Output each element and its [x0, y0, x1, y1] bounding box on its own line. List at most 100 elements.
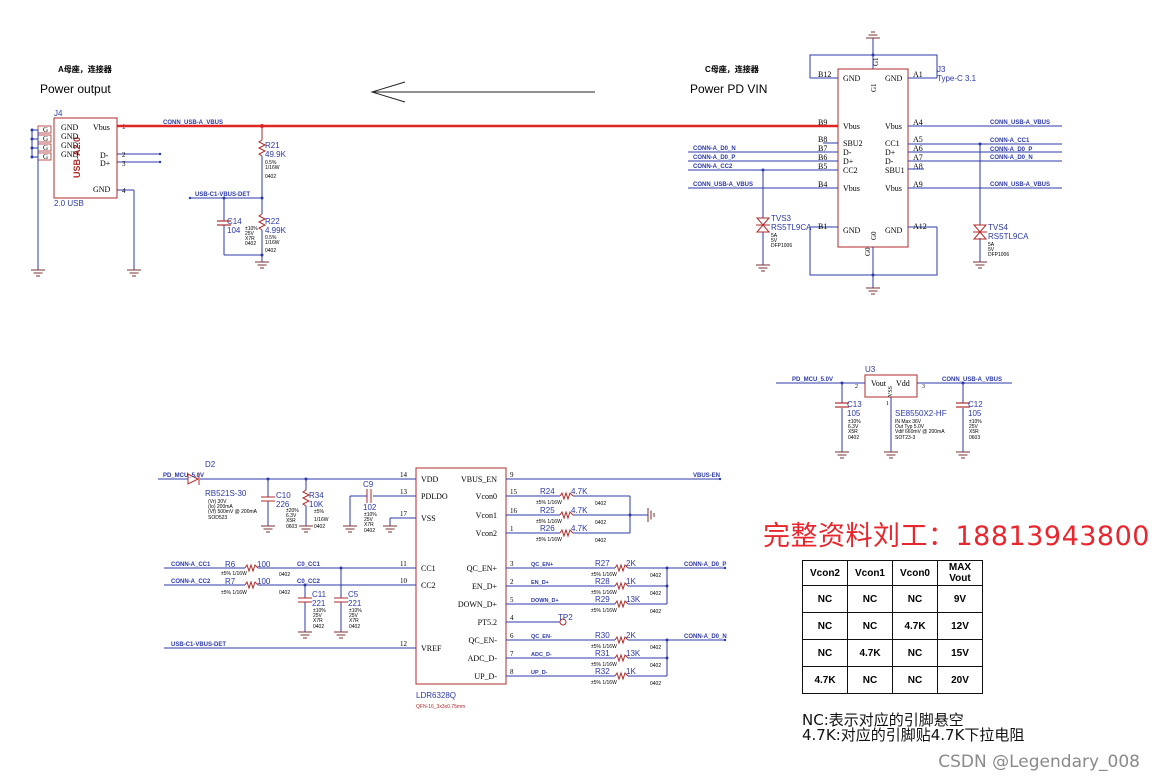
- d2-i3: (Vf) 500mV @ 200mA: [208, 509, 258, 515]
- cell: NC: [892, 639, 938, 667]
- resistor-symbol: [559, 528, 574, 538]
- net-j3-vbus-b4: CONN_USB-A_VBUS: [693, 182, 753, 188]
- net-j3-vbus-a9: CONN_USB-A_VBUS: [990, 182, 1050, 188]
- c14-ref: C14: [227, 217, 242, 226]
- r6-val: 100: [257, 560, 271, 569]
- tvs3: [755, 217, 771, 233]
- j3-left-pin: B8: [818, 135, 827, 144]
- net-j3-cc2: CONN-A_CC2: [693, 164, 733, 170]
- u3-ldo: U3 Vout Vdd VSS 2 3 1 SE8550X2-HF IN Max…: [776, 365, 1012, 459]
- title-left-cn: A母座，连接器: [58, 64, 113, 74]
- u1-right-pin-name: PT5.2: [478, 618, 497, 627]
- resistor-tol: ±5% 1/16W: [591, 644, 617, 650]
- u1-right-pin-num: 6: [510, 632, 514, 640]
- c9-pkg: 0402: [364, 528, 375, 534]
- c5-t1: ±10%: [349, 608, 362, 614]
- title-right-cn: C母座，连接器: [705, 64, 760, 74]
- c5-t2: 25V: [349, 613, 359, 619]
- net-down-dp: DOWN_D+: [531, 598, 559, 604]
- r21-t1: 0.5%: [265, 160, 277, 166]
- r6-tol: ±5% 1/16W: [221, 571, 247, 577]
- u1-right-pin-name: DOWN_D+: [458, 600, 498, 609]
- c5-val: 221: [348, 599, 362, 608]
- r7-val: 100: [257, 577, 271, 586]
- j3-left-nets: [688, 142, 838, 265]
- net-qc-en-p: QC_EN+: [531, 562, 553, 568]
- r21-ref: R21: [265, 141, 280, 150]
- j3-value: Type-C 3.1: [937, 74, 977, 83]
- r34-t1: ±5%: [314, 509, 325, 515]
- resistor-symbol: [614, 635, 629, 645]
- u1-right-pin-num: 3: [510, 560, 514, 568]
- u1-right-pin-num: 5: [510, 596, 514, 604]
- j4-num3: 3: [122, 160, 126, 168]
- c11-val: 221: [312, 599, 326, 608]
- resistor-val: 4.7K: [571, 524, 588, 533]
- d2-pkg: SOD523: [208, 515, 227, 521]
- c11-t3: X7R: [313, 618, 323, 624]
- u1-right-pin-num: 8: [510, 668, 514, 676]
- resistor-symbol: [614, 653, 629, 663]
- net-en-dp: EN_D+: [531, 580, 549, 586]
- j3-left-pin: B5: [818, 162, 827, 171]
- net-u3-out: CONN_USB-A_VBUS: [942, 377, 1002, 383]
- u3-val: SE8550X2-HF: [895, 409, 947, 418]
- th-max-vout: MAX Vout: [937, 560, 983, 586]
- net-j3-d0p-l: CONN-A_D0_P: [693, 155, 735, 161]
- tvs4-pkg: DFP1006: [988, 252, 1009, 258]
- net-u1-vref: USB-C1-VBUS-DET: [171, 642, 226, 648]
- r6-ref: R6: [225, 560, 236, 569]
- c12-pkg: 0603: [969, 435, 980, 441]
- net-u1-d0n: CONN-A_D0_N: [684, 634, 727, 640]
- j3-inner-left: GND: [843, 226, 861, 235]
- j3-g1-in: G1: [870, 83, 878, 92]
- u1-right-pin-name: EN_D+: [472, 582, 497, 591]
- net-j3-d0n-r: CONN-A_D0_N: [990, 155, 1033, 161]
- c5-pkg: 0402: [349, 624, 360, 630]
- th-vcon1: Vcon1: [847, 560, 893, 586]
- c14-val: 104: [227, 226, 241, 235]
- j3-left-pin: B9: [818, 118, 827, 127]
- j3-left-pin: B6: [818, 153, 827, 162]
- cell: NC: [892, 585, 938, 613]
- c11-ref: C11: [312, 590, 327, 599]
- cell: 9V: [937, 585, 983, 613]
- r6-pkg: 0402: [279, 572, 290, 578]
- resistor-pkg: 0402: [595, 538, 606, 544]
- u1-right-pin-num: 9: [510, 471, 514, 479]
- j4-value: USB-A2.0: [72, 137, 82, 178]
- c11-t1: ±10%: [313, 608, 326, 614]
- j3-inner-right: Vbus: [885, 184, 902, 193]
- r34-t2: 1/16W: [314, 517, 329, 523]
- j4-ref: J4: [54, 109, 63, 118]
- c12-t2: 25V: [969, 424, 979, 430]
- resistor-val: 2K: [626, 559, 636, 568]
- net-u3-in: PD_MCU_5.0V: [792, 377, 833, 383]
- r7-tol: ±5% 1/16W: [221, 590, 247, 596]
- resistor-val: 2K: [626, 631, 636, 640]
- cell: 4.7K: [847, 639, 893, 667]
- resistor-ref: R29: [595, 595, 610, 604]
- d2-i1: (Vr) 30V: [208, 499, 227, 505]
- net-vbus-left: CONN_USB-A_VBUS: [163, 120, 223, 126]
- cell: NC: [847, 666, 893, 694]
- cell: NC: [847, 612, 893, 640]
- vbus-divider: R21 49.9K 0.5% 1/16W 0402 USB-C1-VBUS-DE…: [188, 126, 287, 269]
- j3-g0-in: G0: [870, 231, 878, 240]
- u1-right-pin-num: 15: [510, 488, 518, 496]
- u3-ref: U3: [865, 365, 876, 374]
- cell: NC: [892, 666, 938, 694]
- j4-pin-dp: D+: [100, 159, 111, 168]
- contact-watermark: 完整资料刘工：18813943800: [763, 521, 1150, 552]
- u1-right-pin-num: 16: [510, 507, 518, 515]
- u1-left-pin-num: 14: [400, 471, 408, 479]
- resistor-ref: R25: [540, 506, 555, 515]
- net-j3-vbus-a4: CONN_USB-A_VBUS: [990, 120, 1050, 126]
- resistor-val: 1K: [626, 577, 636, 586]
- c5-t3: X7R: [349, 618, 359, 624]
- cc-lines: CONN-A_CC1 CONN-A_CC2 USB-C1-VBUS-DET C0…: [164, 560, 416, 649]
- resistor-tol: ±5% 1/16W: [591, 608, 617, 614]
- cell: 15V: [937, 639, 983, 667]
